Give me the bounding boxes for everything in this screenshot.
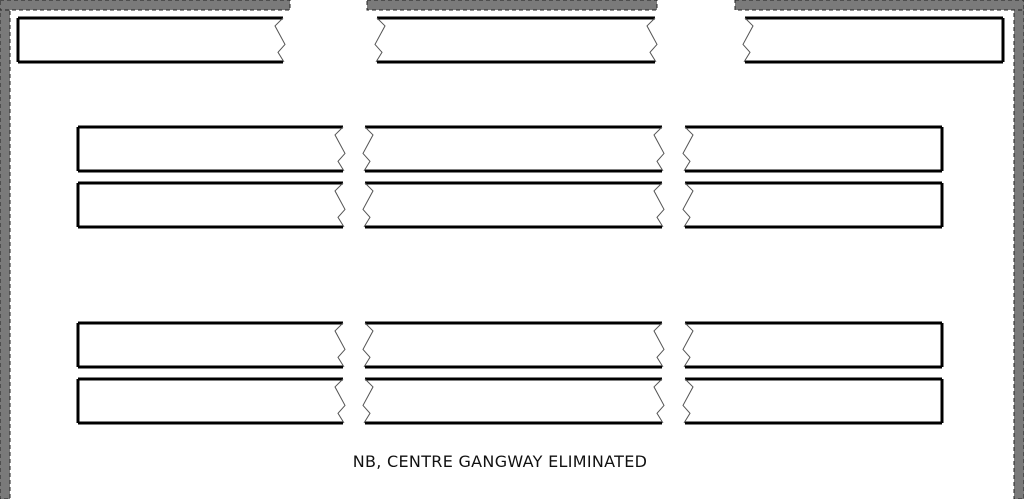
wall <box>0 0 291 11</box>
wall <box>734 0 1024 11</box>
wall <box>366 0 658 11</box>
break-line <box>362 378 374 424</box>
wall <box>0 0 11 499</box>
break-line <box>682 322 694 368</box>
break-line <box>653 126 665 172</box>
break-line <box>334 126 346 172</box>
break-line <box>334 182 346 228</box>
break-line <box>374 17 386 63</box>
break-line <box>334 378 346 424</box>
break-line <box>362 126 374 172</box>
break-line <box>334 322 346 368</box>
wall <box>1013 0 1024 499</box>
break-line <box>682 182 694 228</box>
break-line <box>653 322 665 368</box>
break-line <box>682 126 694 172</box>
break-line <box>742 17 754 63</box>
caption-note: NB, CENTRE GANGWAY ELIMINATED <box>352 452 648 471</box>
break-line <box>646 17 658 63</box>
break-line <box>362 182 374 228</box>
break-line <box>362 322 374 368</box>
break-line <box>653 182 665 228</box>
break-line <box>274 17 286 63</box>
break-line <box>682 378 694 424</box>
break-line <box>653 378 665 424</box>
